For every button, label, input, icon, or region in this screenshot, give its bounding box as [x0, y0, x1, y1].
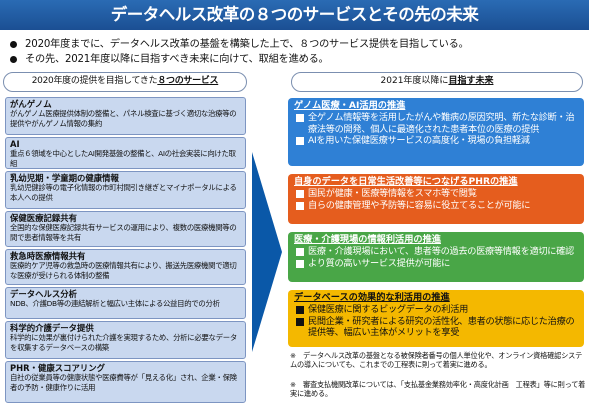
future-item: 国民が健康・医療等情報をスマホ等で閲覧 — [288, 188, 584, 200]
future-title: データベースの効果的な利活用の推進 — [294, 292, 450, 303]
summary-bullet-text: その先、2021年度以降に目指すべき未来に向けて、取組を進める。 — [25, 53, 329, 65]
service-box-care-data: 科学的介護データ提供 科学的に効果が裏付けられた介護を実現するため、分析に必要な… — [5, 321, 246, 359]
future-box-database: データベースの効果的な利活用の推進 保健医療に関するビッグデータの利活用 民間企… — [288, 290, 584, 347]
service-description: 乳幼児健診等の電子化情報の市町村間引き継ぎとマイナポータルによる本人への提供 — [10, 183, 237, 202]
service-description: 科学的に効果が裏付けられた介護を実現するため、分析に必要なデータを収集するデータ… — [10, 333, 237, 352]
future-box-care-info: 医療・介護現場の情報利活用の推進 医療・介護現場において、患者等の過去の医療等情… — [288, 232, 584, 282]
service-box-child-health: 乳幼児期・学童期の健康情報 乳幼児健診等の電子化情報の市町村間引き継ぎとマイナポ… — [5, 171, 246, 209]
future-item: 保健医療に関するビッグデータの利活用 — [288, 304, 584, 316]
future-item-text: 国民が健康・医療等情報をスマホ等で閲覧 — [308, 188, 477, 199]
square-bullet-icon — [296, 114, 304, 122]
future-title: 医療・介護現場の情報利活用の推進 — [294, 234, 441, 245]
footnote-mark: ※ — [290, 351, 296, 360]
future-item-text: より質の高いサービス提供が可能に — [308, 257, 451, 269]
square-bullet-icon — [296, 317, 304, 326]
square-bullet-icon — [296, 137, 304, 145]
left-header-emphasis: ８つのサービス — [157, 76, 219, 86]
future-title: ゲノム医療・AI活用の推進 — [294, 100, 406, 111]
bullet-dot-icon — [10, 41, 17, 48]
future-item-text: 医療・介護現場において、患者等の過去の医療等情報を適切に確認 — [308, 246, 574, 257]
service-description: 全国的な保健医療記録共有サービスの運用により、複数の医療機関等の間で患者情報等を… — [10, 223, 237, 242]
service-description: NDB、介護DB等の連結解析と幅広い主体による公益目的での分析 — [10, 299, 220, 308]
future-item-text: 自らの健康管理や予防等に容易に役立てることが可能に — [308, 199, 531, 211]
service-box-ai: AI 重点６領域を中心としたAI開発基盤の整備と、AIの社会実装に向けた取組 — [5, 137, 246, 169]
service-title: PHR・健康スコアリング — [10, 363, 105, 373]
service-box-emergency: 救急時医療情報共有 医療的ケア児等の救急時の医療情報共有により、搬送先医療機関で… — [5, 249, 246, 285]
footnote-text: データヘルス改革の基盤となる被保険者番号の個人単位化や、オンライン資格確認システ… — [290, 351, 583, 369]
service-description: 自社の従業員等の健康状態や医療費等が「見える化」され、企業・保険者の予防・健康作… — [10, 373, 237, 392]
footnote-mark: ※ — [290, 380, 296, 389]
summary-bullet: その先、2021年度以降に目指すべき未来に向けて、取組を進める。 — [10, 52, 585, 67]
summary-bullet-text: 2020年度までに、データヘルス改革の基盤を構築した上で、８つのサービス提供を目… — [25, 38, 469, 50]
service-title: AI — [10, 139, 20, 149]
right-header-prefix: 2021年度以降に — [380, 76, 449, 86]
service-box-phr-scoring: PHR・健康スコアリング 自社の従業員等の健康状態や医療費等が「見える化」され、… — [5, 361, 246, 403]
future-box-genome-ai: ゲノム医療・AI活用の推進 全ゲノム情報等を活用したがんや難病の原因究明、新たな… — [288, 98, 584, 166]
square-bullet-icon — [296, 259, 304, 268]
left-column-header: 2020年度の提供を目指してきた８つのサービス — [3, 72, 247, 92]
future-item: 民間企業・研究者による研究の活性化、患者の状態に応じた治療の提供等、幅広い主体が… — [288, 316, 584, 339]
service-title: がんゲノム — [10, 99, 52, 109]
square-bullet-icon — [296, 201, 304, 210]
service-title: 救急時医療情報共有 — [10, 251, 86, 261]
future-item: AIを用いた保健医療サービスの高度化・現場の負担軽減 — [288, 135, 584, 147]
right-arrow-icon — [252, 152, 282, 352]
future-item: 自らの健康管理や予防等に容易に役立てることが可能に — [288, 200, 584, 212]
service-title: 乳幼児期・学童期の健康情報 — [10, 173, 119, 183]
right-column-header: 2021年度以降に目指す未来 — [291, 72, 583, 92]
service-title: データヘルス分析 — [10, 289, 77, 299]
footnote: ※審査支払機関改革については、「支払基金業務効率化・高度化計画 工程表」等に則っ… — [290, 380, 586, 398]
future-item-text: AIを用いた保健医療サービスの高度化・現場の負担軽減 — [308, 135, 530, 146]
square-bullet-icon — [296, 306, 304, 314]
future-item-text: 保健医療に関するビッグデータの利活用 — [308, 304, 468, 315]
future-item: 全ゲノム情報等を活用したがんや難病の原因究明、新たな診断・治療法等の開発、個人に… — [288, 112, 584, 135]
right-header-emphasis: 目指す未来 — [448, 76, 494, 86]
service-description: 重点６領域を中心としたAI開発基盤の整備と、AIの社会実装に向けた取組 — [10, 149, 236, 168]
future-title: 自身のデータを日常生活改善等につなげるPHRの推進 — [294, 176, 518, 187]
left-header-prefix: 2020年度の提供を目指してきた — [31, 76, 158, 86]
footnote: ※データヘルス改革の基盤となる被保険者番号の個人単位化や、オンライン資格確認シス… — [290, 351, 586, 369]
future-item: 医療・介護現場において、患者等の過去の医療等情報を適切に確認 — [288, 246, 584, 258]
bullet-dot-icon — [10, 56, 17, 63]
future-item-text: 民間企業・研究者による研究の活性化、患者の状態に応じた治療の提供等、幅広い主体が… — [308, 315, 575, 339]
service-box-genome: がんゲノム がんゲノム医療提供体制の整備と、パネル検査に基づく適切な治療等の提供… — [5, 97, 246, 135]
service-box-record-sharing: 保健医療記録共有 全国的な保健医療記録共有サービスの運用により、複数の医療機関等… — [5, 211, 246, 247]
service-title: 保健医療記録共有 — [10, 213, 77, 223]
service-description: がんゲノム医療提供体制の整備と、パネル検査に基づく適切な治療等の提供やがんゲノム… — [10, 109, 237, 128]
page-title: データヘルス改革の８つのサービスとその先の未来 — [0, 0, 589, 30]
square-bullet-icon — [296, 190, 304, 198]
future-item-text: 全ゲノム情報等を活用したがんや難病の原因究明、新たな診断・治療法等の開発、個人に… — [308, 112, 575, 135]
summary-bullets: 2020年度までに、データヘルス改革の基盤を構築した上で、８つのサービス提供を目… — [10, 37, 585, 67]
future-box-phr: 自身のデータを日常生活改善等につなげるPHRの推進 国民が健康・医療等情報をスマ… — [288, 174, 584, 224]
summary-bullet: 2020年度までに、データヘルス改革の基盤を構築した上で、８つのサービス提供を目… — [10, 37, 585, 52]
footnote-text: 審査支払機関改革については、「支払基金業務効率化・高度化計画 工程表」等に則って… — [290, 380, 586, 398]
future-item: より質の高いサービス提供が可能に — [288, 258, 584, 270]
service-description: 医療的ケア児等の救急時の医療情報共有により、搬送先医療機関で適切な医療が受けられ… — [10, 261, 237, 280]
service-title: 科学的介護データ提供 — [10, 323, 94, 333]
service-box-data-analysis: データヘルス分析 NDB、介護DB等の連結解析と幅広い主体による公益目的での分析 — [5, 287, 246, 319]
square-bullet-icon — [296, 248, 304, 256]
